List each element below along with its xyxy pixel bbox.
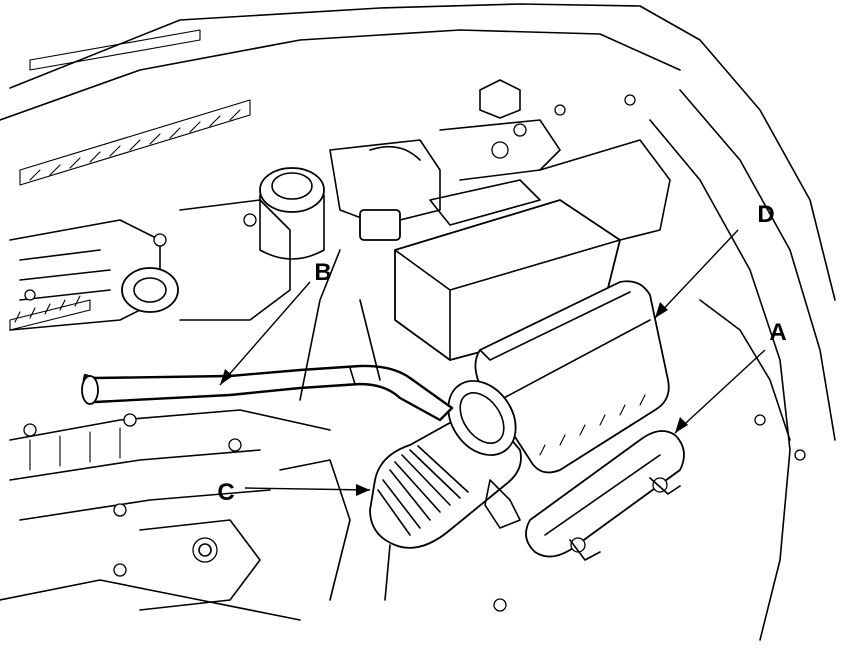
air-cleaner-housing: [474, 280, 670, 474]
callout-label-c: C: [217, 479, 234, 506]
hood-edge-line: [9, 3, 836, 301]
coolant-reservoir: [259, 167, 325, 260]
cowl-grill: [19, 29, 251, 186]
callout-label-a: A: [769, 319, 786, 346]
strut-line: [699, 299, 791, 441]
air-intake-hose: [369, 380, 522, 601]
callout-label-b: B: [314, 259, 331, 286]
engine-top-details: [329, 79, 636, 241]
engine-left-details: [9, 199, 291, 331]
breather-hose: [81, 364, 454, 422]
fender-line-outer: [679, 89, 836, 441]
cowl-line: [0, 29, 681, 121]
callout-label-d: D: [757, 201, 774, 228]
engine-lower-details: [0, 249, 806, 621]
resonator: [525, 430, 685, 561]
callout-leaders: [219, 229, 766, 496]
fender-line-inner: [649, 119, 791, 641]
